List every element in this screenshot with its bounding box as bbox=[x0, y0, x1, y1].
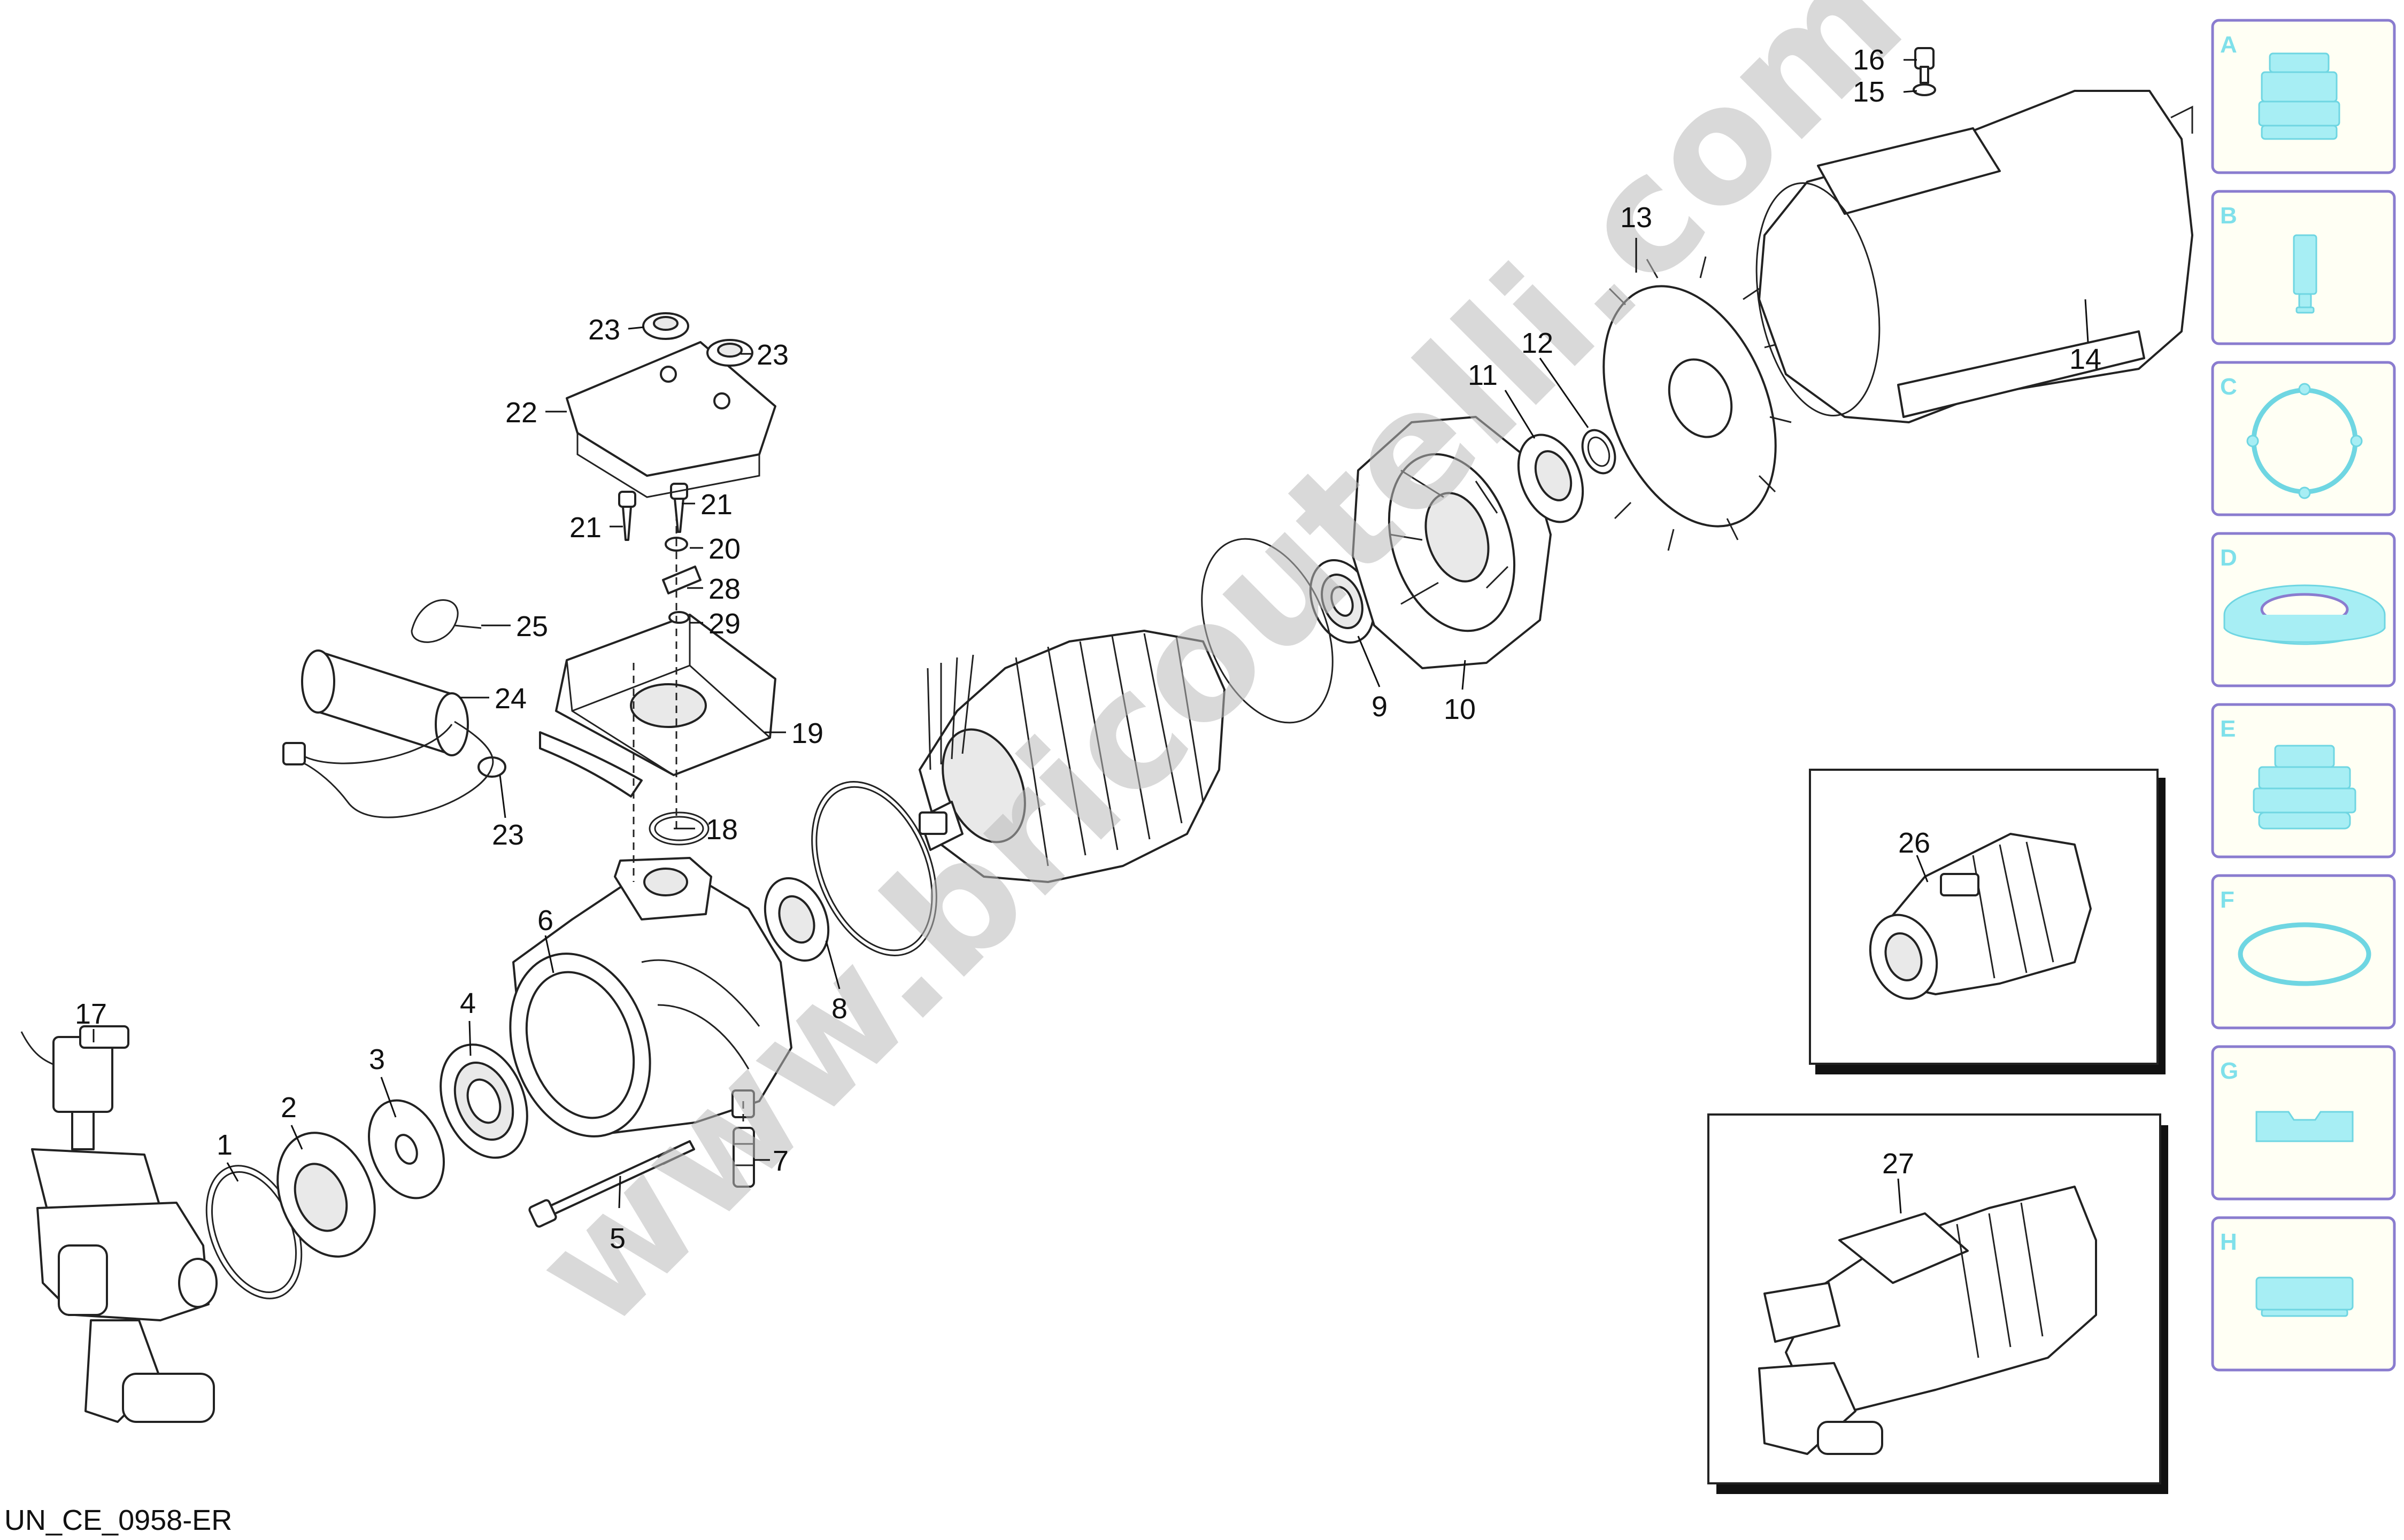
tab-h[interactable]: H bbox=[2211, 1216, 2396, 1372]
part-11-seal bbox=[1517, 434, 1584, 523]
drawing-code: UN_CE_0958-ER bbox=[4, 1504, 232, 1536]
callout-2: 2 bbox=[281, 1092, 297, 1124]
part-2-seal bbox=[276, 1132, 376, 1258]
parts-artwork bbox=[20, 47, 2193, 1423]
part-24-capacitor bbox=[282, 649, 506, 818]
side-tab-bar: A B C bbox=[2211, 19, 2396, 1372]
part-19-terminal-box bbox=[539, 614, 776, 798]
inset-26-motor-assembly: 26 bbox=[1809, 769, 2166, 1074]
callout-6: 6 bbox=[537, 904, 553, 937]
part-8-shaft-seal bbox=[764, 877, 830, 962]
callout-19: 19 bbox=[791, 717, 823, 749]
part-6-pump-housing bbox=[509, 857, 792, 1137]
tab-f-letter: F bbox=[2220, 887, 2235, 913]
callout-24: 24 bbox=[495, 683, 527, 715]
tab-a[interactable]: A bbox=[2211, 19, 2396, 174]
callout-23a: 23 bbox=[588, 314, 620, 346]
part-22-terminal-cover bbox=[566, 341, 776, 498]
callout-16: 16 bbox=[1853, 44, 1885, 76]
part-12-ring bbox=[1581, 429, 1616, 475]
callout-20: 20 bbox=[708, 533, 741, 565]
tab-b-letter: B bbox=[2220, 203, 2237, 229]
part-3-washer bbox=[368, 1099, 445, 1200]
bar-icon bbox=[2255, 1276, 2354, 1317]
tab-f[interactable]: F bbox=[2211, 874, 2396, 1030]
callout-3: 3 bbox=[369, 1043, 385, 1075]
seal-icon bbox=[2223, 584, 2386, 645]
callout-14: 14 bbox=[2069, 343, 2101, 375]
callout-11: 11 bbox=[1468, 359, 1498, 391]
callout-17: 17 bbox=[75, 998, 107, 1030]
part-13-fan bbox=[1602, 256, 1792, 551]
callout-22: 22 bbox=[505, 397, 537, 429]
tab-c[interactable]: C bbox=[2211, 361, 2396, 516]
part-18-gasket bbox=[649, 811, 710, 846]
tab-g[interactable]: G bbox=[2211, 1045, 2396, 1201]
part-29-washer bbox=[668, 611, 690, 624]
callout-7: 7 bbox=[773, 1145, 789, 1177]
part-15-16-screw-washer bbox=[1913, 47, 1936, 96]
leader-lines bbox=[93, 59, 2089, 1209]
callout-5: 5 bbox=[610, 1222, 626, 1255]
lance-icon bbox=[2293, 234, 2317, 314]
callout-18: 18 bbox=[706, 814, 738, 846]
callout-21a: 21 bbox=[569, 512, 602, 544]
coupling-icon bbox=[2253, 745, 2356, 830]
gasket-icon bbox=[2246, 383, 2363, 499]
tab-g-letter: G bbox=[2220, 1058, 2238, 1084]
callout-28: 28 bbox=[708, 573, 741, 605]
part-25-cable-tie bbox=[411, 599, 482, 643]
tab-h-letter: H bbox=[2220, 1229, 2237, 1255]
tab-b[interactable]: B bbox=[2211, 190, 2396, 345]
callout-23c: 23 bbox=[492, 819, 524, 851]
block-icon bbox=[2255, 1111, 2354, 1142]
callout-23b: 23 bbox=[757, 339, 789, 371]
callout-12: 12 bbox=[1521, 327, 1553, 359]
part-17-pressure-switch bbox=[20, 1025, 218, 1423]
callout-29: 29 bbox=[708, 608, 741, 640]
part-23-grommets bbox=[642, 312, 753, 367]
inset-27-complete-unit: 27 bbox=[1707, 1113, 2168, 1494]
tab-d-letter: D bbox=[2220, 545, 2237, 571]
callout-8: 8 bbox=[831, 993, 847, 1025]
rotor-armature bbox=[919, 630, 1226, 883]
callout-21b: 21 bbox=[700, 489, 733, 521]
callout-4: 4 bbox=[460, 987, 476, 1019]
tab-a-letter: A bbox=[2220, 32, 2237, 58]
callout-25: 25 bbox=[516, 610, 548, 643]
callout-15: 15 bbox=[1853, 76, 1885, 108]
tab-e-letter: E bbox=[2220, 716, 2236, 742]
callout-1: 1 bbox=[217, 1129, 233, 1161]
part-4-bearing bbox=[440, 1043, 528, 1159]
callout-26: 26 bbox=[1898, 827, 1930, 859]
part-10-end-shield bbox=[1352, 416, 1552, 669]
tab-c-letter: C bbox=[2220, 374, 2237, 400]
tab-d[interactable]: D bbox=[2211, 532, 2396, 687]
callout-9: 9 bbox=[1371, 691, 1388, 723]
callout-labels: 1 2 3 4 5 6 7 8 9 10 11 12 13 14 15 16 1… bbox=[75, 44, 2101, 1255]
callout-27: 27 bbox=[1882, 1148, 1914, 1180]
callout-13: 13 bbox=[1620, 202, 1652, 234]
part-28-clip bbox=[662, 566, 702, 594]
nozzle-icon bbox=[2258, 52, 2340, 140]
o-ring-icon bbox=[2238, 922, 2371, 986]
tab-e[interactable]: E bbox=[2211, 703, 2396, 858]
callout-10: 10 bbox=[1444, 693, 1476, 725]
part-14-motor-cover bbox=[1755, 90, 2193, 423]
